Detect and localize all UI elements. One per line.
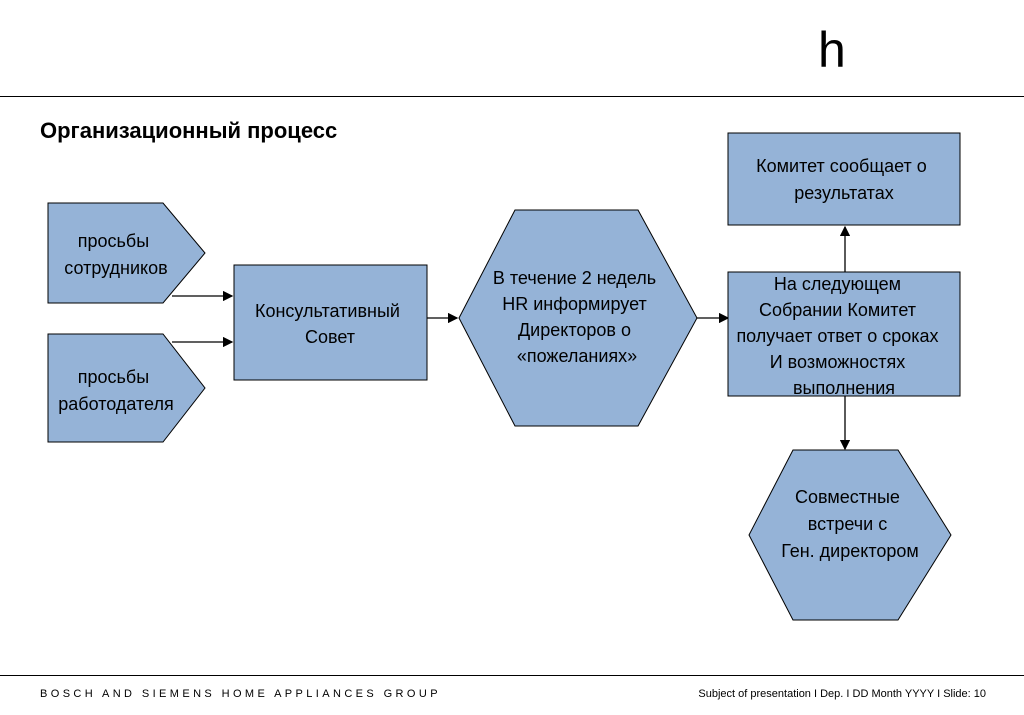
footer-company: BOSCH AND SIEMENS HOME APPLIANCES GROUP	[40, 688, 441, 700]
joint-meetings-hexagon	[748, 449, 952, 621]
advisory-council-box	[233, 264, 428, 381]
joint-meetings-label: Совместные встречи с Ген. директором	[781, 487, 919, 561]
slide-title: Организационный процесс	[40, 118, 338, 143]
footer-slide-info: Subject of presentation I Dep. I DD Mont…	[698, 688, 986, 700]
employer-requests-label: просьбы работодателя	[58, 367, 173, 414]
footer-divider	[0, 675, 1024, 676]
hr-informs-hexagon	[458, 209, 698, 427]
employer-requests-shape	[47, 333, 206, 443]
next-meeting-label: На следующем Собрании Комитет получает о…	[736, 274, 943, 398]
hr-informs-label: В течение 2 недель HR информирует Директ…	[493, 268, 661, 366]
header-divider	[0, 96, 1024, 97]
employee-requests-label: просьбы сотрудников	[64, 231, 167, 278]
company-logo: h	[818, 22, 846, 78]
employee-requests-shape	[47, 202, 206, 304]
next-meeting-box	[727, 271, 961, 397]
committee-results-label: Комитет сообщает о результатах	[756, 156, 932, 203]
advisory-council-label: Консультативный Совет	[255, 301, 405, 347]
committee-results-box	[727, 132, 961, 226]
